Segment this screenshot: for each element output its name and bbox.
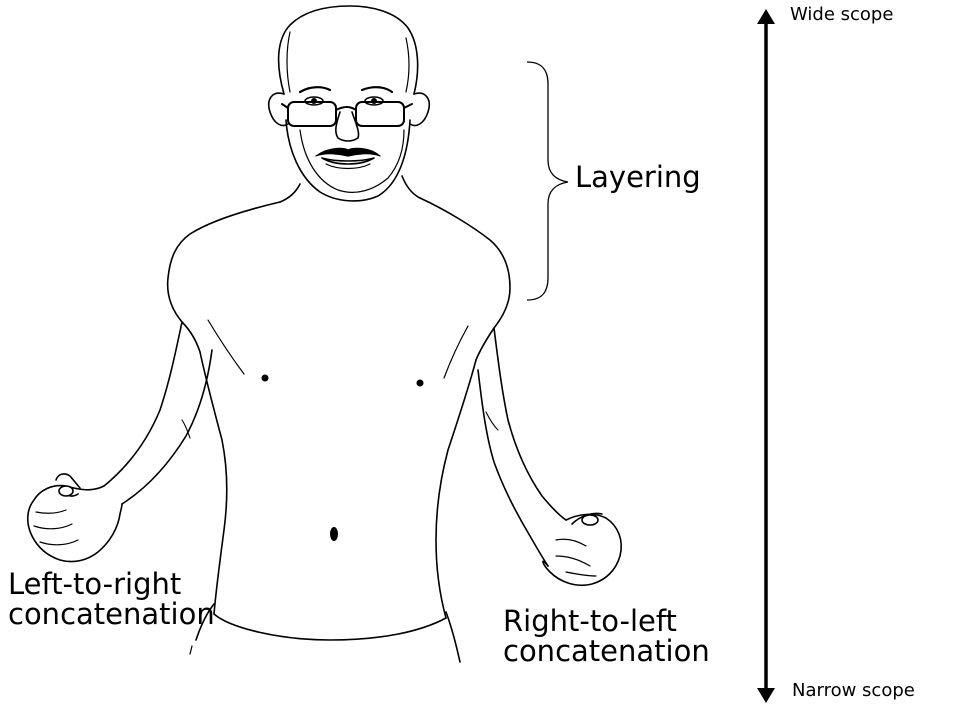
torso-right-side	[436, 360, 476, 618]
left-nipple	[262, 375, 269, 382]
neck-left	[280, 184, 300, 202]
left-arm-inner	[122, 350, 212, 504]
navel	[330, 527, 338, 541]
left-to-right-line-1: Left-to-right	[8, 569, 215, 599]
right-to-left-concatenation-label: Right-to-left concatenation	[503, 606, 710, 667]
narrow-scope-label: Narrow scope	[792, 682, 915, 701]
waist	[214, 614, 446, 640]
left-arm-outer	[104, 322, 182, 486]
double-headed-vertical-arrow-icon	[757, 9, 775, 703]
narrow-scope-text: Narrow scope	[792, 680, 915, 701]
right-to-left-line-2: concatenation	[503, 636, 710, 666]
mouth	[322, 158, 374, 164]
arrow-head-up-icon	[757, 9, 775, 24]
right-arm-outer	[494, 328, 566, 520]
right-shoulder	[420, 198, 510, 360]
right-to-left-line-1: Right-to-left	[503, 606, 710, 636]
arrow-head-down-icon	[757, 688, 775, 703]
wide-scope-label: Wide scope	[790, 6, 893, 25]
left-to-right-line-2: concatenation	[8, 599, 215, 629]
left-ear	[269, 93, 288, 125]
right-ear	[410, 93, 429, 125]
left-to-right-concatenation-label: Left-to-right concatenation	[8, 569, 215, 630]
person-figure-icon	[28, 6, 622, 662]
wide-scope-text: Wide scope	[790, 4, 893, 25]
neck-right	[402, 176, 420, 198]
layering-label: Layering	[575, 162, 701, 192]
left-fist	[28, 486, 122, 562]
left-shoulder	[168, 202, 280, 352]
curly-brace-icon	[527, 62, 568, 300]
glasses-right-lens	[356, 102, 404, 126]
head-outline	[279, 6, 418, 94]
mustache	[316, 148, 380, 156]
right-arm-inner	[478, 370, 548, 566]
layering-label-text: Layering	[575, 160, 701, 194]
right-nipple	[417, 380, 424, 387]
